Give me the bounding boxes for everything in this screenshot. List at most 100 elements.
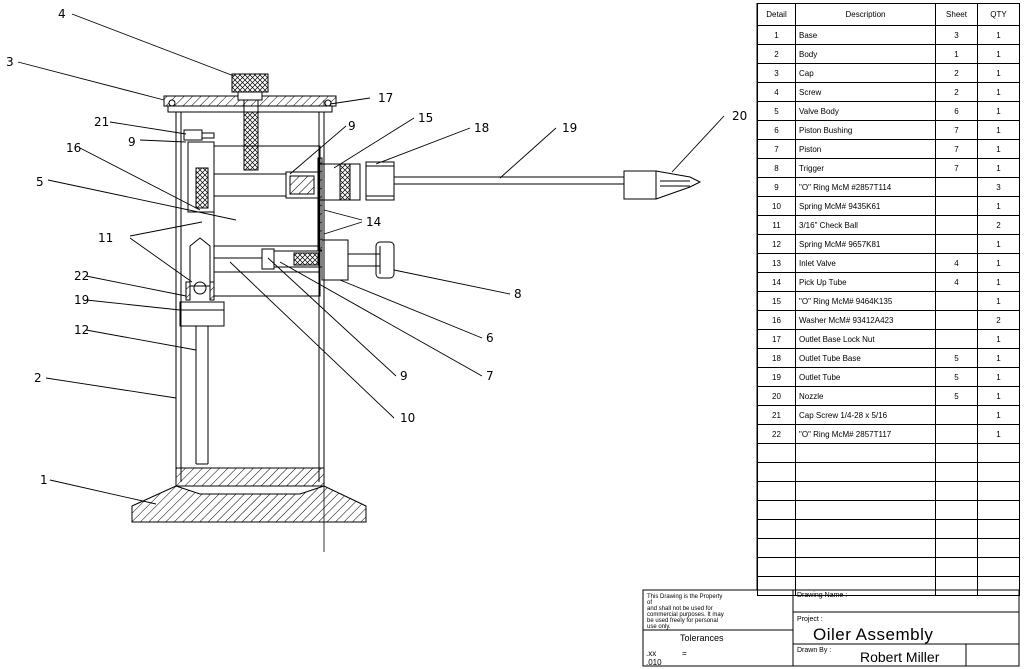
bom-cell-detail: 14 xyxy=(757,272,796,292)
bom-cell-detail: 15 xyxy=(757,291,796,311)
callout-label: 18 xyxy=(474,121,489,135)
bom-cell-sheet: 4 xyxy=(935,253,978,273)
bom-empty-cell xyxy=(757,557,796,577)
bom-empty-cell xyxy=(757,519,796,539)
bom-cell-qty: 1 xyxy=(977,82,1020,102)
bom-cell-description: Washer McM# 93412A423 xyxy=(795,310,936,330)
bom-cell-description: Piston xyxy=(795,139,936,159)
callout-label: 21 xyxy=(94,115,109,129)
bom-empty-cell xyxy=(977,443,1020,463)
bom-empty-row xyxy=(757,481,1020,501)
notice-line: commercial purposes. It may xyxy=(647,612,724,618)
callout-label: 11 xyxy=(98,231,113,245)
bom-empty-cell xyxy=(757,538,796,558)
bom-cell-qty: 1 xyxy=(977,139,1020,159)
bom-empty-cell xyxy=(795,481,936,501)
callout-label: 14 xyxy=(366,215,381,229)
notice-line: be used freely for personal xyxy=(647,618,719,624)
bom-cell-sheet: 5 xyxy=(935,348,978,368)
bom-cell-sheet xyxy=(935,405,978,425)
project-name: Oiler Assembly xyxy=(813,625,934,644)
drawn-by-label: Drawn By : xyxy=(797,647,832,654)
bom-cell-sheet xyxy=(935,310,978,330)
bom-empty-row xyxy=(757,443,1020,463)
bom-cell-qty: 1 xyxy=(977,291,1020,311)
callout-label: 16 xyxy=(66,141,81,155)
bom-empty-cell xyxy=(935,519,978,539)
bom-cell-description: Spring McM# 9435K61 xyxy=(795,196,936,216)
tolerance-sign: = xyxy=(682,649,687,658)
piston-part xyxy=(214,239,349,281)
valve-body-part xyxy=(213,145,321,297)
bom-empty-row xyxy=(757,500,1020,520)
leader-7 xyxy=(279,261,483,377)
bom-cell-detail: 9 xyxy=(757,177,796,197)
bom-cell-qty: 2 xyxy=(977,215,1020,235)
leader-18 xyxy=(375,127,471,165)
bom-cell-detail: 21 xyxy=(757,405,796,425)
bom-cell-description: "O" Ring McM# 2857T117 xyxy=(795,424,936,444)
tolerance-xxx: .010 xyxy=(646,658,662,667)
leader-9b xyxy=(289,125,347,175)
bom-empty-cell xyxy=(757,576,796,596)
callout-label: 4 xyxy=(58,7,66,21)
callout-label: 1 xyxy=(40,473,48,487)
bom-empty-row xyxy=(757,519,1020,539)
bom-cell-description: Valve Body xyxy=(795,101,936,121)
bom-cell-detail: 20 xyxy=(757,386,796,406)
bom-empty-cell xyxy=(757,500,796,520)
bom-cell-sheet: 1 xyxy=(935,44,978,64)
bom-empty-cell xyxy=(935,481,978,501)
bom-header-detail: Detail xyxy=(757,3,796,26)
bom-cell-qty: 3 xyxy=(977,177,1020,197)
bom-empty-cell xyxy=(795,519,936,539)
leader-20 xyxy=(671,115,725,173)
callout-label: 17 xyxy=(378,91,393,105)
bom-cell-sheet: 7 xyxy=(935,139,978,159)
callout-label: 20 xyxy=(732,109,747,123)
bom-empty-cell xyxy=(935,538,978,558)
leader-6 xyxy=(339,279,483,339)
bom-cell-sheet: 2 xyxy=(935,63,978,83)
bom-empty-row xyxy=(757,557,1020,577)
bom-cell-sheet: 3 xyxy=(935,25,978,45)
property-notice: This Drawing is the Property of and shal… xyxy=(647,594,724,630)
bom-cell-detail: 11 xyxy=(757,215,796,235)
bom-cell-detail: 17 xyxy=(757,329,796,349)
callout-label: 2 xyxy=(34,371,42,385)
bom-cell-description: Pick Up Tube xyxy=(795,272,936,292)
leader-9c xyxy=(267,257,397,377)
leader-11a xyxy=(129,221,203,237)
bom-cell-description: Outlet Tube xyxy=(795,367,936,387)
bom-header-sheet: Sheet xyxy=(935,3,978,26)
bom-cell-qty: 1 xyxy=(977,158,1020,178)
leader-14 xyxy=(85,329,197,351)
bom-empty-cell xyxy=(977,538,1020,558)
bom-cell-qty: 1 xyxy=(977,367,1020,387)
bom-empty-row xyxy=(757,462,1020,482)
tolerances-label: Tolerances xyxy=(680,633,724,643)
bom-cell-qty: 1 xyxy=(977,196,1020,216)
leader-17 xyxy=(333,117,415,169)
outlet-tube-part xyxy=(394,176,624,185)
bom-cell-description: Screw xyxy=(795,82,936,102)
bom-cell-sheet: 4 xyxy=(935,272,978,292)
bom-cell-sheet xyxy=(935,177,978,197)
bom-cell-sheet: 5 xyxy=(935,367,978,387)
bom-cell-detail: 6 xyxy=(757,120,796,140)
callout-label: 9 xyxy=(348,119,356,133)
trigger-part xyxy=(348,241,395,279)
leader-4 xyxy=(71,13,235,77)
bom-empty-row xyxy=(757,538,1020,558)
bom-cell-sheet: 2 xyxy=(935,82,978,102)
bom-cell-detail: 7 xyxy=(757,139,796,159)
